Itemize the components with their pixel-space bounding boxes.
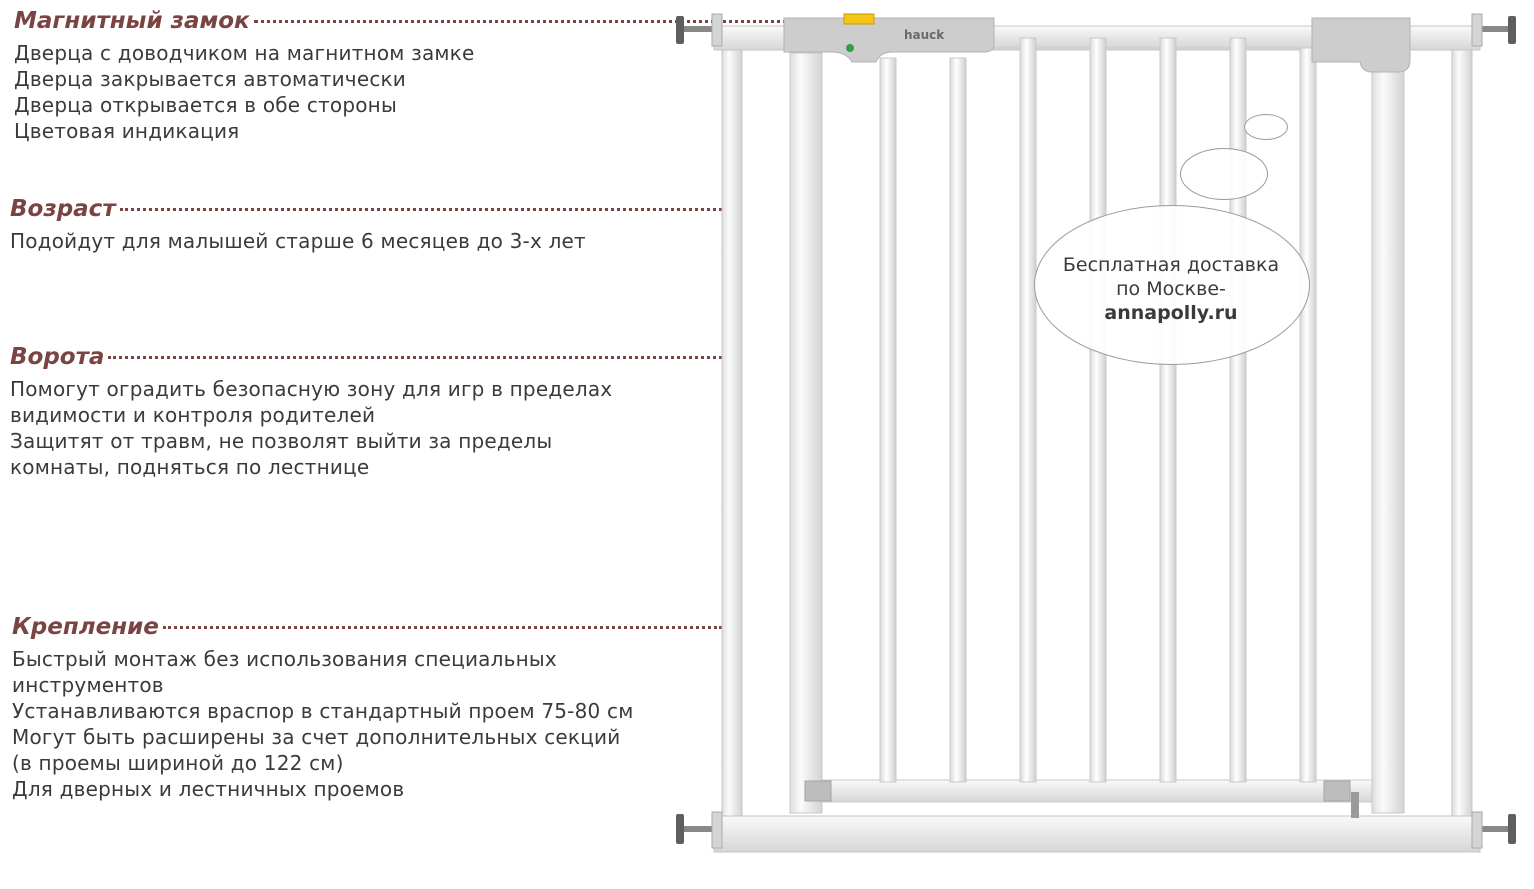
section-age: Возраст Подойдут для малышей старше 6 ме…	[10, 196, 722, 254]
gate-bars	[879, 37, 1317, 783]
section-lines: Помогут оградить безопасную зону для игр…	[10, 376, 722, 480]
bottom-rail	[713, 815, 1481, 853]
section-title: Крепление	[12, 614, 159, 640]
feature-line: Для дверных и лестничных проемов	[12, 777, 405, 801]
feature-line: Помогут оградить безопасную зону для игр…	[10, 377, 613, 401]
pressure-spindle-top-left	[676, 13, 723, 47]
magnetic-lock-housing: hauck	[783, 13, 995, 63]
promo-site-link: annapolly.ru	[1104, 302, 1238, 324]
feature-line: Дверца с доводчиком на магнитном замке	[14, 41, 475, 65]
promo-line-1: Бесплатная доставка	[1062, 254, 1280, 276]
hinge-housing	[1311, 17, 1411, 73]
promo-line-2: по Москве-	[1116, 278, 1226, 300]
section-title: Ворота	[10, 344, 105, 370]
feature-line: Устанавливаются враспор в стандартный пр…	[12, 699, 634, 723]
section-lines: Подойдут для малышей старше 6 месяцев до…	[10, 228, 722, 254]
feature-line: Подойдут для малышей старше 6 месяцев до…	[10, 229, 586, 253]
section-title: Возраст	[10, 196, 116, 222]
feature-line: Быстрый монтаж без использования специал…	[12, 647, 557, 671]
section-heading-row: Возраст	[10, 196, 722, 226]
feature-line: Могут быть расширены за счет дополнитель…	[12, 725, 621, 749]
pressure-spindle-bottom-right	[1471, 811, 1516, 849]
left-post	[721, 27, 743, 849]
safety-gate-illustration: hauck	[676, 13, 1516, 853]
thought-bubble-small	[1244, 114, 1288, 140]
section-lines: Быстрый монтаж без использования специал…	[12, 646, 722, 802]
section-lines: Дверца с доводчиком на магнитном замке Д…	[14, 40, 866, 144]
pressure-spindle-top-right	[1471, 13, 1516, 47]
brand-logo: hauck	[904, 28, 945, 42]
promo-text: Бесплатная доставка по Москве- annapolly…	[1034, 253, 1308, 325]
section-mounting: Крепление Быстрый монтаж без использован…	[12, 614, 722, 802]
dotted-leader	[162, 626, 722, 629]
lock-indicator	[843, 13, 875, 25]
feature-line: Дверца открывается в обе стороны	[14, 93, 397, 117]
feature-line: Цветовая индикация	[14, 119, 240, 143]
feature-line: инструментов	[12, 673, 164, 697]
feature-line: видимости и контроля родителей	[10, 403, 376, 427]
door-left-stile	[789, 52, 823, 814]
section-title: Магнитный замок	[14, 8, 250, 34]
section-magnetic-lock: Магнитный замок Дверца с доводчиком на м…	[14, 8, 866, 144]
promo-site: annapolly.ru	[1034, 301, 1308, 325]
section-heading-row: Магнитный замок	[14, 8, 866, 38]
dotted-leader	[119, 208, 722, 211]
dotted-leader	[108, 356, 722, 359]
feature-line: Дверца закрывается автоматически	[14, 67, 406, 91]
thought-bubble-medium	[1180, 148, 1268, 200]
pressure-spindle-bottom-left	[676, 811, 723, 849]
section-heading-row: Крепление	[12, 614, 722, 644]
dotted-leader	[253, 20, 866, 23]
right-post	[1451, 27, 1473, 849]
feature-line: Защитят от травм, не позволят выйти за п…	[10, 429, 553, 453]
bottom-bracket-right	[1323, 780, 1351, 802]
feature-line: комнаты, подняться по лестнице	[10, 455, 370, 479]
section-heading-row: Ворота	[10, 344, 722, 374]
door-right-stile	[1371, 52, 1405, 814]
section-gate: Ворота Помогут оградить безопасную зону …	[10, 344, 722, 480]
door-bottom-rail	[821, 779, 1373, 803]
feature-line: (в проемы шириной до 122 см)	[12, 751, 344, 775]
bottom-bracket-left	[804, 780, 832, 802]
promo-bubble	[1034, 205, 1310, 365]
